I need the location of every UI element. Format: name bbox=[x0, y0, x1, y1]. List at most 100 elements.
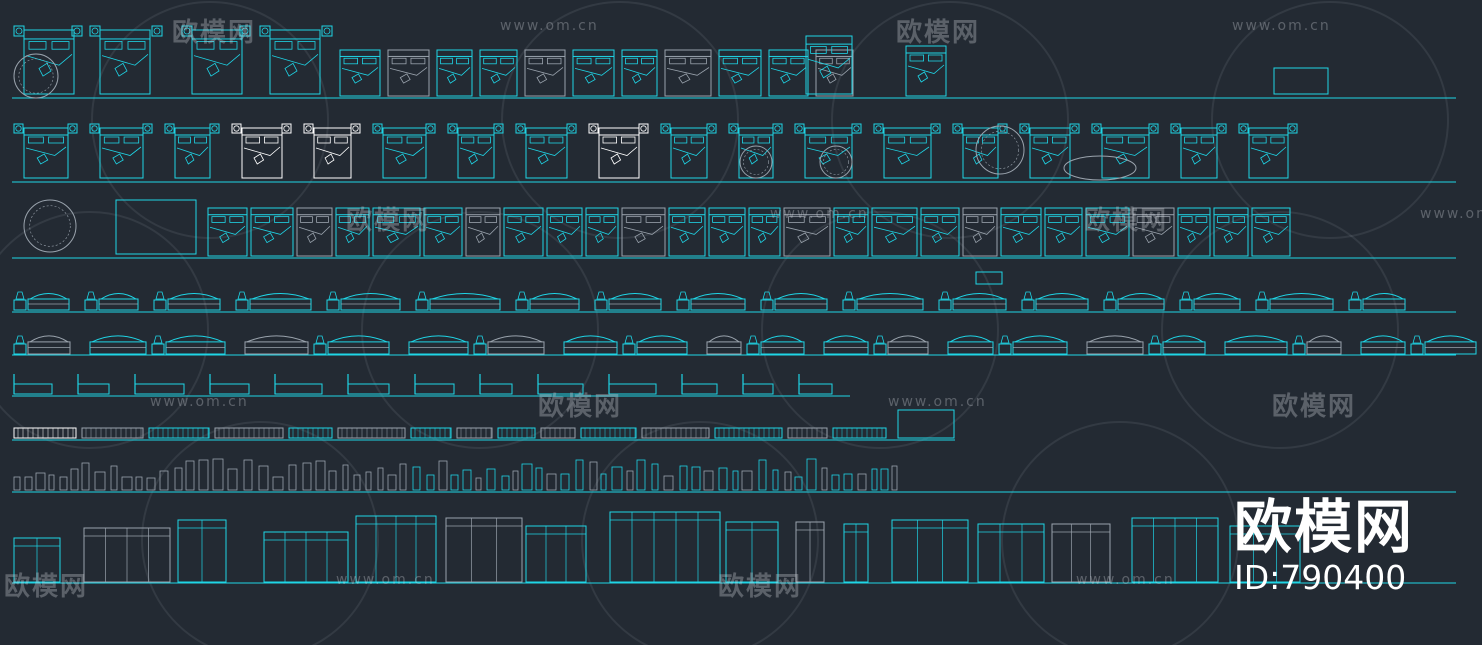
headboard-curve bbox=[949, 335, 992, 343]
bed-plan-block bbox=[479, 49, 518, 97]
bed-plan-block bbox=[664, 49, 712, 97]
clothing-silhouette bbox=[272, 476, 284, 491]
pillow bbox=[123, 136, 140, 144]
round-bed-outline bbox=[13, 53, 59, 99]
nightstand-block bbox=[372, 123, 383, 134]
lamp-shade bbox=[237, 291, 247, 300]
bed-elevation-block bbox=[1224, 335, 1288, 355]
watermark-ring bbox=[831, 1, 1069, 239]
clothing-silhouette bbox=[81, 462, 90, 491]
blanket-fold bbox=[964, 146, 997, 156]
pillow bbox=[406, 136, 423, 144]
lamp-icon bbox=[932, 125, 939, 132]
lamp-shade bbox=[1150, 335, 1160, 344]
bed-plan-block bbox=[668, 207, 706, 257]
clothing-silhouette bbox=[315, 460, 326, 491]
pillow bbox=[672, 216, 686, 223]
headboard-curve bbox=[410, 335, 467, 343]
pillow bbox=[566, 216, 579, 223]
side-table bbox=[1021, 299, 1035, 311]
side-lamp-block bbox=[676, 291, 690, 311]
bed-plan-block bbox=[572, 49, 615, 97]
nightstand-block bbox=[89, 123, 100, 134]
lamp-icon bbox=[1172, 125, 1179, 132]
cushion bbox=[634, 232, 646, 244]
clothing-silhouette bbox=[857, 473, 867, 491]
clothing-silhouette bbox=[560, 473, 570, 491]
blanket-fold bbox=[1215, 225, 1247, 235]
headboard-curve bbox=[329, 335, 388, 343]
bed-plan-block bbox=[546, 207, 583, 257]
pillow bbox=[484, 216, 498, 223]
bed-frame bbox=[636, 341, 688, 355]
bed-side-frame bbox=[414, 383, 455, 395]
bed-elevation-block bbox=[340, 293, 401, 311]
nightstand-outline bbox=[515, 123, 526, 134]
bed-headboard bbox=[621, 49, 658, 57]
pillow bbox=[1217, 216, 1230, 223]
pillow bbox=[1106, 136, 1124, 144]
lamp-icon bbox=[954, 125, 961, 132]
bed-elevation-block bbox=[1162, 335, 1206, 355]
cushion bbox=[678, 73, 691, 84]
clothing-silhouette bbox=[227, 468, 238, 491]
bed-plan-block bbox=[708, 207, 746, 257]
headboard-curve bbox=[1164, 335, 1204, 343]
bed-side-frame bbox=[537, 383, 584, 395]
bed-plan-block bbox=[23, 127, 69, 179]
pillow bbox=[1272, 216, 1287, 223]
bed-elevation-block bbox=[1012, 335, 1068, 355]
nightstand-outline bbox=[1091, 123, 1102, 134]
bed-elevation-block bbox=[1117, 293, 1165, 311]
cabinet-strip bbox=[288, 427, 333, 439]
bed-plan-block bbox=[815, 49, 854, 97]
nightstand-block bbox=[164, 123, 175, 134]
lamp-shade bbox=[475, 335, 485, 344]
clothing-silhouette bbox=[871, 468, 878, 491]
blanket-fold bbox=[298, 225, 331, 235]
bed-plan-block bbox=[718, 49, 762, 97]
headboard-curve bbox=[825, 335, 867, 343]
bed-headboard bbox=[718, 49, 762, 57]
pillow bbox=[966, 216, 979, 223]
bed-headboard bbox=[883, 127, 932, 136]
side-table bbox=[326, 299, 340, 311]
bed-frame bbox=[1012, 341, 1068, 355]
side-lamp-block bbox=[515, 291, 529, 311]
blanket-fold bbox=[666, 67, 710, 76]
pillow bbox=[876, 216, 893, 223]
bed-frame bbox=[487, 341, 545, 355]
pillow bbox=[809, 136, 827, 144]
wardrobe-elevation bbox=[725, 521, 779, 583]
bed-plan-block bbox=[1029, 127, 1071, 179]
bed-elevation-block bbox=[823, 335, 869, 355]
round-bed-block bbox=[13, 53, 59, 99]
side-lamp-block bbox=[13, 291, 27, 311]
bed-side-frame bbox=[209, 383, 250, 395]
side-table bbox=[13, 343, 27, 355]
pillow bbox=[688, 216, 702, 223]
nightstand-outline bbox=[660, 123, 671, 134]
bed-headboard bbox=[23, 29, 75, 40]
bed-elevation-block bbox=[27, 335, 71, 355]
furniture-blocks[interactable] bbox=[13, 25, 1477, 583]
lamp-shade bbox=[1294, 335, 1304, 344]
round-bed-outline bbox=[819, 145, 853, 179]
nightstand-block bbox=[13, 25, 25, 37]
bed-plan-block bbox=[465, 207, 501, 257]
side-lamp-block bbox=[746, 335, 760, 355]
pillow bbox=[641, 57, 654, 65]
cabinet-strip bbox=[456, 427, 493, 439]
bed-elevation-block bbox=[98, 293, 139, 311]
cushion bbox=[399, 73, 411, 84]
clothing-silhouette bbox=[365, 471, 372, 491]
clothing-silhouette bbox=[146, 477, 156, 491]
wardrobe-outline bbox=[609, 511, 721, 583]
nightstand-outline bbox=[89, 123, 100, 134]
headboard-curve bbox=[1037, 293, 1087, 300]
side-table bbox=[676, 299, 690, 311]
pillow bbox=[1052, 136, 1067, 144]
lamp-icon bbox=[774, 125, 781, 132]
lamp-shade bbox=[1412, 335, 1422, 344]
